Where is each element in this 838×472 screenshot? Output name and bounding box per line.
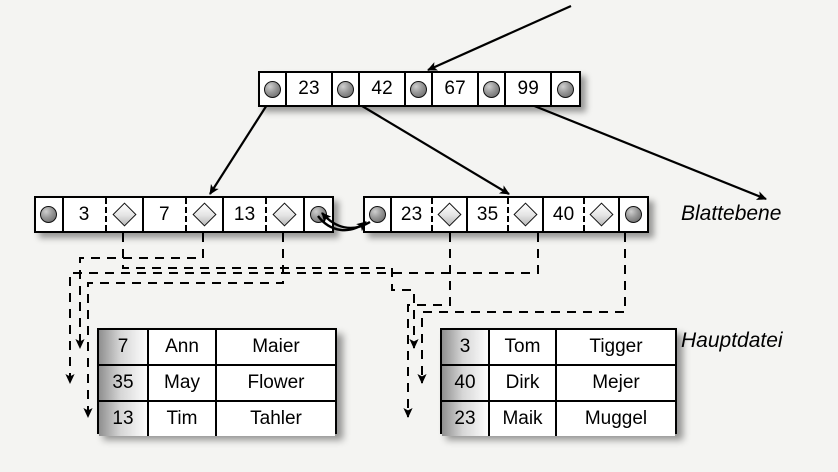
leaf-left-key-0: 3 bbox=[63, 198, 107, 231]
root-index-node[interactable]: 23 42 67 99 bbox=[258, 71, 581, 107]
leaf-right-next-pointer[interactable] bbox=[620, 198, 647, 231]
row-firstname: Ann bbox=[149, 330, 217, 364]
pointer-bullet-icon bbox=[557, 80, 575, 98]
table-row[interactable]: 23 Maik Muggel bbox=[442, 402, 675, 436]
record-ref-diamond-icon bbox=[272, 202, 297, 227]
leaf-right-prev-pointer[interactable] bbox=[365, 198, 393, 231]
leaf-left-key-1: 7 bbox=[143, 198, 187, 231]
root-pointer-2[interactable] bbox=[406, 73, 434, 105]
row-key: 13 bbox=[99, 402, 149, 436]
leaf-node-left[interactable]: 3 7 13 bbox=[34, 196, 334, 233]
main-file-table-right[interactable]: 3 Tom Tigger 40 Dirk Mejer 23 Maik Mugge… bbox=[440, 328, 677, 436]
leaf-right-record-ref-2[interactable] bbox=[585, 198, 621, 231]
pointer-bullet-icon bbox=[625, 206, 643, 223]
root-pointer-0[interactable] bbox=[260, 73, 288, 105]
root-pointer-1[interactable] bbox=[333, 73, 361, 105]
root-key-3: 99 bbox=[506, 73, 553, 105]
leaf-right-record-ref-0[interactable] bbox=[433, 198, 469, 231]
row-firstname: Tim bbox=[149, 402, 217, 436]
row-key: 23 bbox=[442, 402, 490, 436]
root-pointer-3[interactable] bbox=[479, 73, 507, 105]
pointer-bullet-icon bbox=[369, 206, 387, 223]
row-lastname: Maier bbox=[217, 330, 335, 364]
row-firstname: Tom bbox=[490, 330, 557, 364]
record-ref-diamond-icon bbox=[437, 202, 462, 227]
row-key: 3 bbox=[442, 330, 490, 364]
record-ref-diamond-icon bbox=[192, 202, 217, 227]
table-row[interactable]: 35 May Flower bbox=[99, 366, 335, 402]
leaf-left-key-2: 13 bbox=[224, 198, 268, 231]
pointer-bullet-icon bbox=[483, 80, 501, 98]
label-hauptdatei: Hauptdatei bbox=[681, 329, 783, 352]
main-file-table-left[interactable]: 7 Ann Maier 35 May Flower 13 Tim Tahler bbox=[97, 328, 337, 436]
label-blattebene: Blattebene bbox=[681, 202, 782, 225]
pointer-bullet-icon bbox=[337, 80, 355, 98]
row-key: 40 bbox=[442, 366, 490, 400]
table-row[interactable]: 7 Ann Maier bbox=[99, 330, 335, 366]
root-key-2: 67 bbox=[433, 73, 480, 105]
root-key-1: 42 bbox=[360, 73, 407, 105]
row-key: 7 bbox=[99, 330, 149, 364]
root-pointer-4[interactable] bbox=[552, 73, 580, 105]
leaf-left-next-pointer[interactable] bbox=[304, 198, 332, 231]
arrow-root-to-leaf-level-right bbox=[511, 95, 767, 201]
root-key-0: 23 bbox=[287, 73, 334, 105]
pointer-bullet-icon bbox=[40, 206, 58, 223]
leaf-left-record-ref-2[interactable] bbox=[267, 198, 305, 231]
row-lastname: Muggel bbox=[557, 402, 675, 436]
record-ref-diamond-icon bbox=[112, 202, 137, 227]
pointer-bullet-icon bbox=[309, 206, 327, 223]
row-lastname: Tahler bbox=[217, 402, 335, 436]
pointer-bullet-icon bbox=[264, 80, 282, 98]
record-ref-diamond-icon bbox=[513, 202, 538, 227]
record-ref-diamond-icon bbox=[589, 202, 614, 227]
leaf-right-key-0: 23 bbox=[392, 198, 434, 231]
arrow-root-to-leaf-right bbox=[346, 96, 510, 195]
leaf-left-record-ref-0[interactable] bbox=[106, 198, 144, 231]
arrow-root-to-leaf-left bbox=[209, 96, 273, 195]
table-row[interactable]: 40 Dirk Mejer bbox=[442, 366, 675, 402]
row-lastname: Flower bbox=[217, 366, 335, 400]
row-firstname: Dirk bbox=[490, 366, 557, 400]
row-lastname: Mejer bbox=[557, 366, 675, 400]
row-firstname: Maik bbox=[490, 402, 557, 436]
row-lastname: Tigger bbox=[557, 330, 675, 364]
leaf-left-prev-pointer[interactable] bbox=[36, 198, 64, 231]
leaf-right-key-2: 40 bbox=[544, 198, 586, 231]
arrow-into-root bbox=[427, 4, 572, 72]
leaf-right-record-ref-1[interactable] bbox=[509, 198, 545, 231]
table-row[interactable]: 13 Tim Tahler bbox=[99, 402, 335, 436]
leaf-node-right[interactable]: 23 35 40 bbox=[363, 196, 649, 233]
row-key: 35 bbox=[99, 366, 149, 400]
table-row[interactable]: 3 Tom Tigger bbox=[442, 330, 675, 366]
leaf-left-record-ref-1[interactable] bbox=[186, 198, 225, 231]
leaf-right-key-1: 35 bbox=[468, 198, 510, 231]
pointer-bullet-icon bbox=[410, 80, 428, 98]
row-firstname: May bbox=[149, 366, 217, 400]
